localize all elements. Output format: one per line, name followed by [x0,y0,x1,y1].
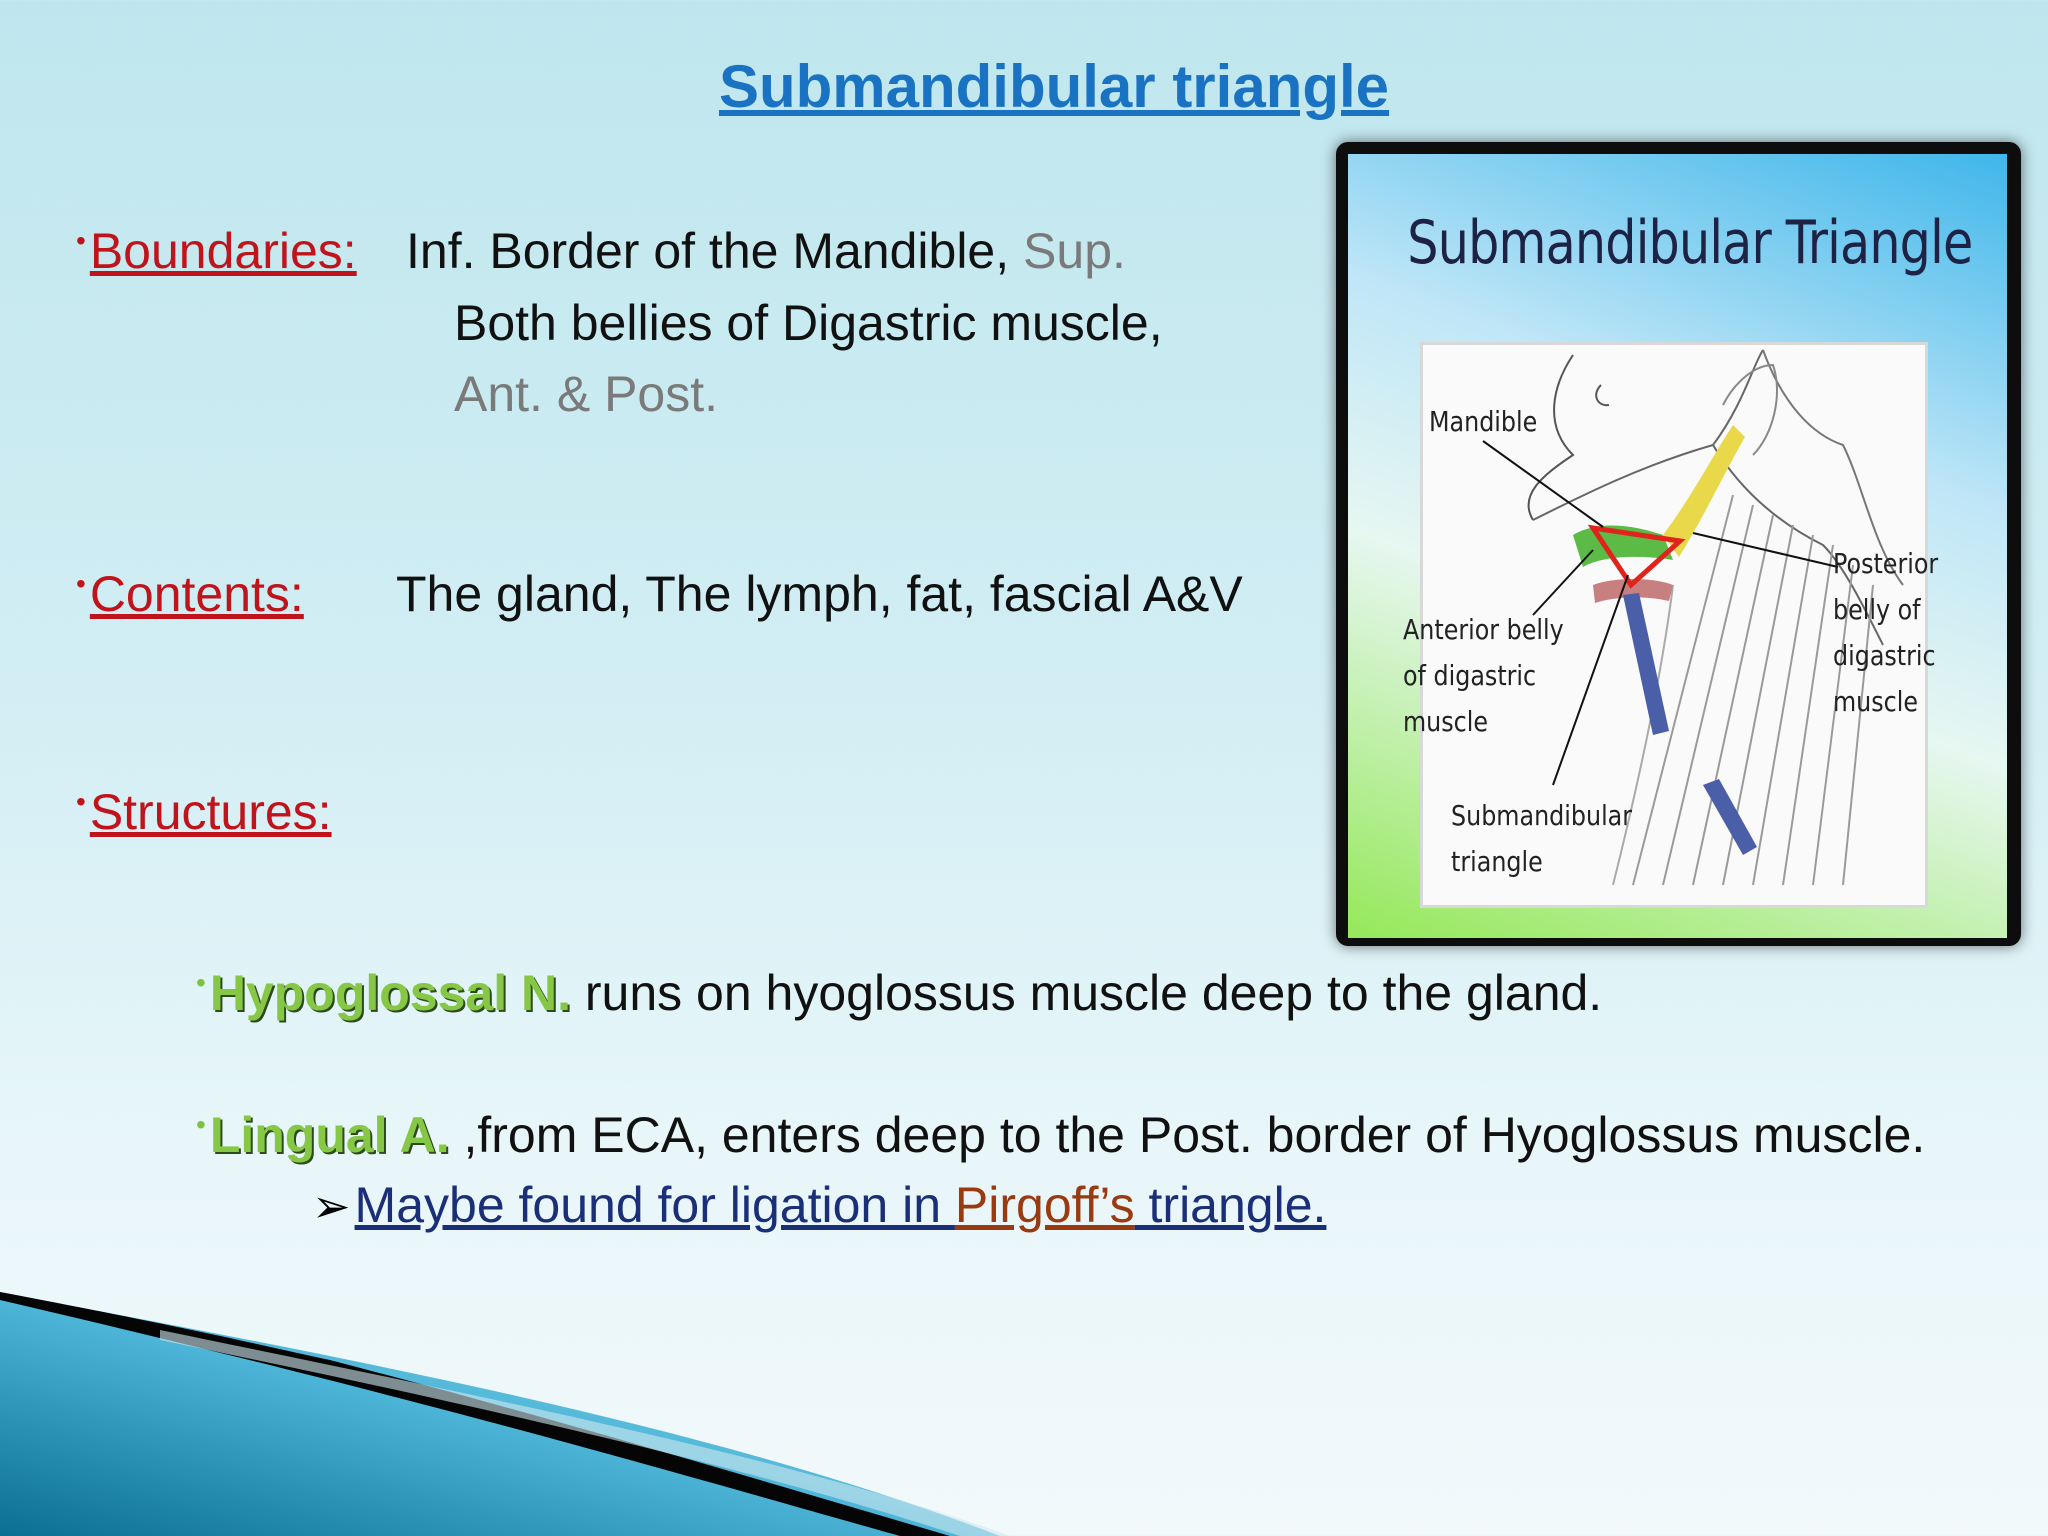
diagram-label-submandibular-line: triangle [1451,845,1543,878]
diagram-label-posterior-line: muscle [1833,685,1919,718]
diagram-title: Submandibular Triangle [1407,208,1973,278]
slide-title: Submandibular triangle [718,53,1390,120]
boundaries-row: •Boundaries: [76,222,357,280]
boundaries-line3: Ant. & Post. [454,366,719,422]
sub-note-part3: triangle. [1134,1177,1327,1233]
diagram-label-submandibular: Submandibular triangle [1451,793,1632,885]
diagram-label-mandible: Mandible [1429,405,1538,438]
diagram-label-posterior-line: Posterior [1833,547,1939,580]
sub-note-part1: Maybe found for ligation in [354,1177,955,1233]
diagram-label-posterior: Posterior belly of digastric muscle [1833,541,1938,725]
boundaries-line1-extra: Sup. [1023,223,1126,279]
diagram-label-anterior: Anterior belly of digastric muscle [1403,607,1564,745]
diagram-illustration: Mandible Anterior belly of digastric mus… [1403,342,1938,908]
boundaries-label: Boundaries: [89,223,357,279]
structure-term: Lingual A. [209,1107,450,1163]
boundaries-line2: Both bellies of Digastric muscle, [454,295,1163,351]
structures-row: •Structures: [76,783,332,841]
contents-text: The gland, The lymph, fat, fascial A&V [396,566,1243,622]
bullet-icon: • [76,225,86,256]
sub-note: ➢Maybe found for ligation in Pirgoff’s t… [312,1176,1326,1234]
bullet-icon: • [196,967,206,998]
bullet-icon: • [76,786,86,817]
diagram-label-submandibular-line: Submandibular [1451,799,1633,832]
neck-anatomy-illustration [1482,349,1904,886]
bullet-icon: • [76,568,86,599]
boundaries-line1: Inf. Border of the Mandible, Sup. [406,222,1126,280]
bullet-icon: • [196,1109,206,1140]
boundaries-line1-main: Inf. Border of the Mandible, [406,223,1024,279]
structure-text: ,from ECA, enters deep to the Post. bord… [449,1107,1926,1163]
sub-note-pirgoff: Pirgoff’s [954,1177,1135,1233]
structure-text: runs on hyoglossus muscle deep to the gl… [571,965,1603,1021]
structure-term: Hypoglossal N. [209,965,571,1021]
contents-label: Contents: [89,566,304,622]
structure-item-hypoglossal: •Hypoglossal N. runs on hyoglossus muscl… [196,964,1602,1022]
diagram-label-posterior-line: belly of [1833,593,1921,626]
contents-row: •Contents: [76,565,304,623]
structures-label: Structures: [89,784,332,840]
diagram-label-anterior-line: Anterior belly [1403,613,1564,646]
diagram-label-anterior-line: muscle [1403,705,1489,738]
structure-item-lingual: •Lingual A. ,from ECA, enters deep to th… [196,1106,1925,1164]
diagram-label-posterior-line: digastric [1833,639,1936,672]
arrow-bullet-icon: ➢ [312,1180,351,1232]
diagram-label-anterior-line: of digastric [1403,659,1537,692]
